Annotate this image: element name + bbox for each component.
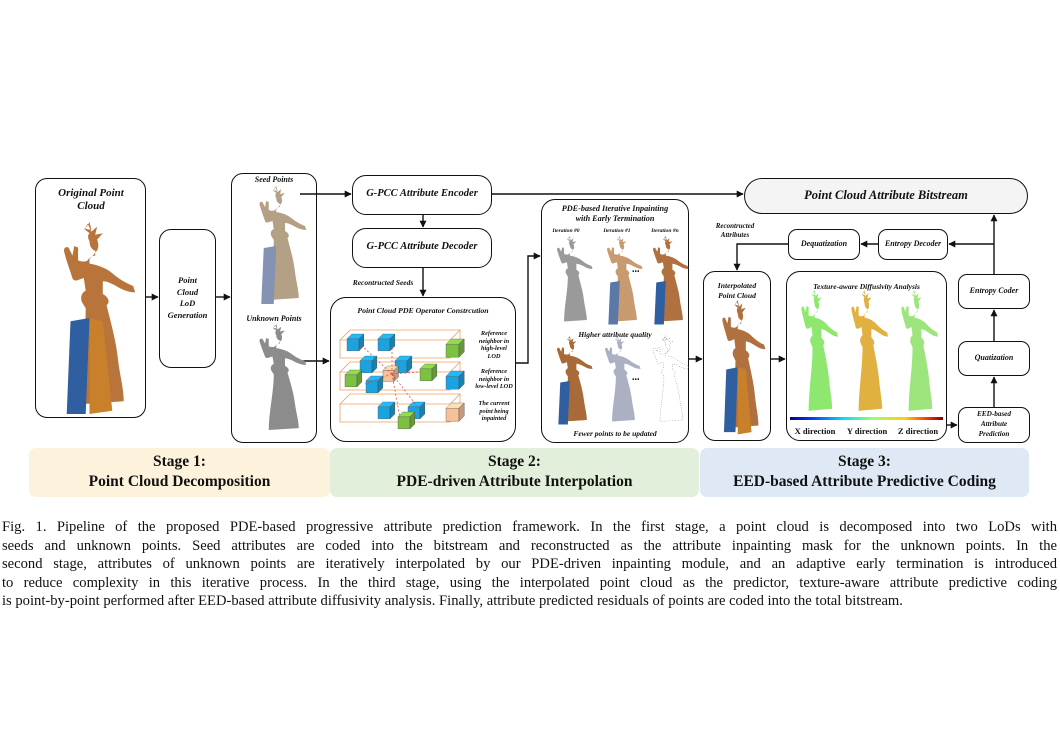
gpcc-decoder-label: G-PCC Attribute Decoder	[366, 241, 478, 252]
arrow-dequant-to-interpolated	[733, 243, 788, 271]
legend-green-line-2: neighbor in	[478, 337, 510, 345]
inpainting-box	[541, 199, 689, 443]
dequantization-box[interactable]	[788, 229, 860, 260]
legend-green-line-4: LOD	[487, 352, 501, 360]
lod-line-3: LoD	[179, 298, 196, 308]
lod-line-4: Generation	[167, 309, 208, 320]
rec-attr-line-1: Recontructed	[715, 222, 755, 230]
gpcc-encoder-label: G-PCC Attribute Encoder	[366, 188, 478, 199]
interpolated-label: Interpolated Point Cloud	[703, 281, 771, 300]
legend-blue-line-2: neighbor in	[478, 375, 510, 383]
legend-orange-line-3: inpainted	[481, 415, 507, 422]
inpainting-title-line-1: PDE-based Iterative Inpainting	[561, 204, 669, 213]
stage-2-subtitle: PDE-driven Attribute Interpolation	[396, 473, 633, 490]
lod-generation-box	[159, 229, 216, 368]
eed-line-2: Attribute	[980, 420, 1008, 428]
rec-attr-line-2: Attributes	[720, 231, 750, 239]
legend-blue-line-1: Reference	[480, 368, 508, 375]
higher-quality-label: Higher attribute quality	[578, 330, 652, 339]
x-direction-label: X direction	[794, 426, 836, 436]
z-direction-label: Z direction	[897, 426, 939, 436]
figure-caption: Fig. 1. Pipeline of the proposed PDE-bas…	[2, 518, 1057, 611]
legend-blue-line-3: low-level LOD	[475, 383, 513, 390]
unknown-points-label: Unknown Points	[246, 314, 302, 323]
entropy-decoder-label: Entropy Decoder	[884, 239, 942, 248]
stage-1-band: Stage 1: Point Cloud Decomposition	[29, 448, 330, 497]
stage-3-subtitle: EED-based Attribute Predictive Coding	[733, 473, 996, 490]
gpcc-encoder-box[interactable]	[352, 175, 492, 215]
seed-points-label: Seed Points	[254, 175, 294, 184]
reconstructed-seeds-label: Recontructed Seeds	[352, 278, 414, 287]
fewer-points-label: Fewer points to be updated	[573, 429, 657, 438]
caption-line-5: is point-by-point performed after EED-ba…	[2, 593, 903, 610]
original-point-cloud-box	[35, 178, 146, 418]
stage-1-subtitle: Point Cloud Decomposition	[88, 473, 271, 490]
quantization-box[interactable]	[958, 341, 1030, 376]
legend-blue-text: Reference neighbor in low-level LOD	[470, 368, 518, 391]
lod-line-1: Point	[178, 275, 197, 285]
stage-2-title: Stage 2:	[488, 453, 541, 470]
stage-3-band: Stage 3: EED-based Attribute Predictive …	[700, 448, 1029, 497]
pde-operator-title: Point Cloud PDE Operator Constrcution	[357, 306, 489, 315]
pipeline-figure: Stage 1: Point Cloud Decomposition Stage…	[29, 173, 1030, 497]
legend-orange-line-2: point being	[479, 407, 509, 415]
caption-line-3: second stage, attributes of unknown poin…	[2, 556, 1057, 573]
diffusivity-box	[786, 271, 947, 441]
iteration-1-label: Iteration #1	[603, 228, 631, 234]
eed-prediction-box[interactable]	[958, 407, 1030, 443]
arrow-operator-to-inpainting	[516, 252, 541, 364]
bitstream-label: Point Cloud Attribute Bitstream	[804, 188, 968, 202]
iteration-n-label: Iteration #n	[651, 228, 679, 234]
reconstructed-attributes-label: Recontructed Attributes	[704, 222, 766, 240]
legend-green-text: Reference neighbor in high-level LOD	[472, 330, 516, 360]
dequantization-label: Dequatization	[800, 239, 848, 248]
legend-orange-line-1: The current	[478, 400, 510, 407]
bitstream-box	[744, 178, 1028, 214]
caption-line-2: seeds and unknown points. Seed attribute…	[2, 537, 1057, 554]
lod-split-box	[231, 173, 317, 443]
eed-line-3: Prediction	[978, 430, 1010, 438]
caption-line-4: to reduce complexity in this iterative p…	[2, 574, 1057, 591]
interpolated-line-2: Point Cloud	[718, 290, 756, 300]
inpainting-title: PDE-based Iterative Inpainting with Earl…	[541, 204, 689, 224]
inpainting-title-line-2: with Early Termination	[575, 214, 655, 223]
legend-green-line-1: Reference	[480, 330, 508, 337]
entropy-decoder-box[interactable]	[878, 229, 948, 260]
stage-1-title: Stage 1:	[153, 453, 206, 470]
gpcc-decoder-box[interactable]	[352, 228, 492, 268]
stage-2-band: Stage 2: PDE-driven Attribute Interpolat…	[330, 448, 699, 497]
eed-prediction-label: EED-based Attribute Prediction	[958, 409, 1030, 439]
quantization-label: Quatization	[974, 353, 1014, 362]
iteration-0-label: Iteration #0	[552, 228, 580, 234]
caption-line-1: Fig. 1. Pipeline of the proposed PDE-bas…	[2, 519, 1057, 535]
legend-orange-text: The current point being inpainted	[472, 400, 516, 423]
lod-line-2: Cloud	[176, 286, 199, 297]
legend-green-line-3: high-level	[481, 345, 507, 352]
diffusivity-title: Texture-aware Diffusivity Analysis	[813, 282, 920, 291]
entropy-coder-box[interactable]	[958, 274, 1030, 309]
lod-generation-label: Point Cloud LoD Generation	[159, 275, 216, 321]
original-point-cloud-label: Original Point Cloud	[58, 187, 124, 213]
entropy-coder-label: Entropy Coder	[969, 286, 1019, 295]
eed-line-1: EED-based	[977, 410, 1011, 418]
interpolated-line-1: Interpolated	[717, 281, 757, 290]
y-direction-label: Y direction	[846, 426, 888, 436]
stage-3-title: Stage 3:	[838, 453, 891, 470]
